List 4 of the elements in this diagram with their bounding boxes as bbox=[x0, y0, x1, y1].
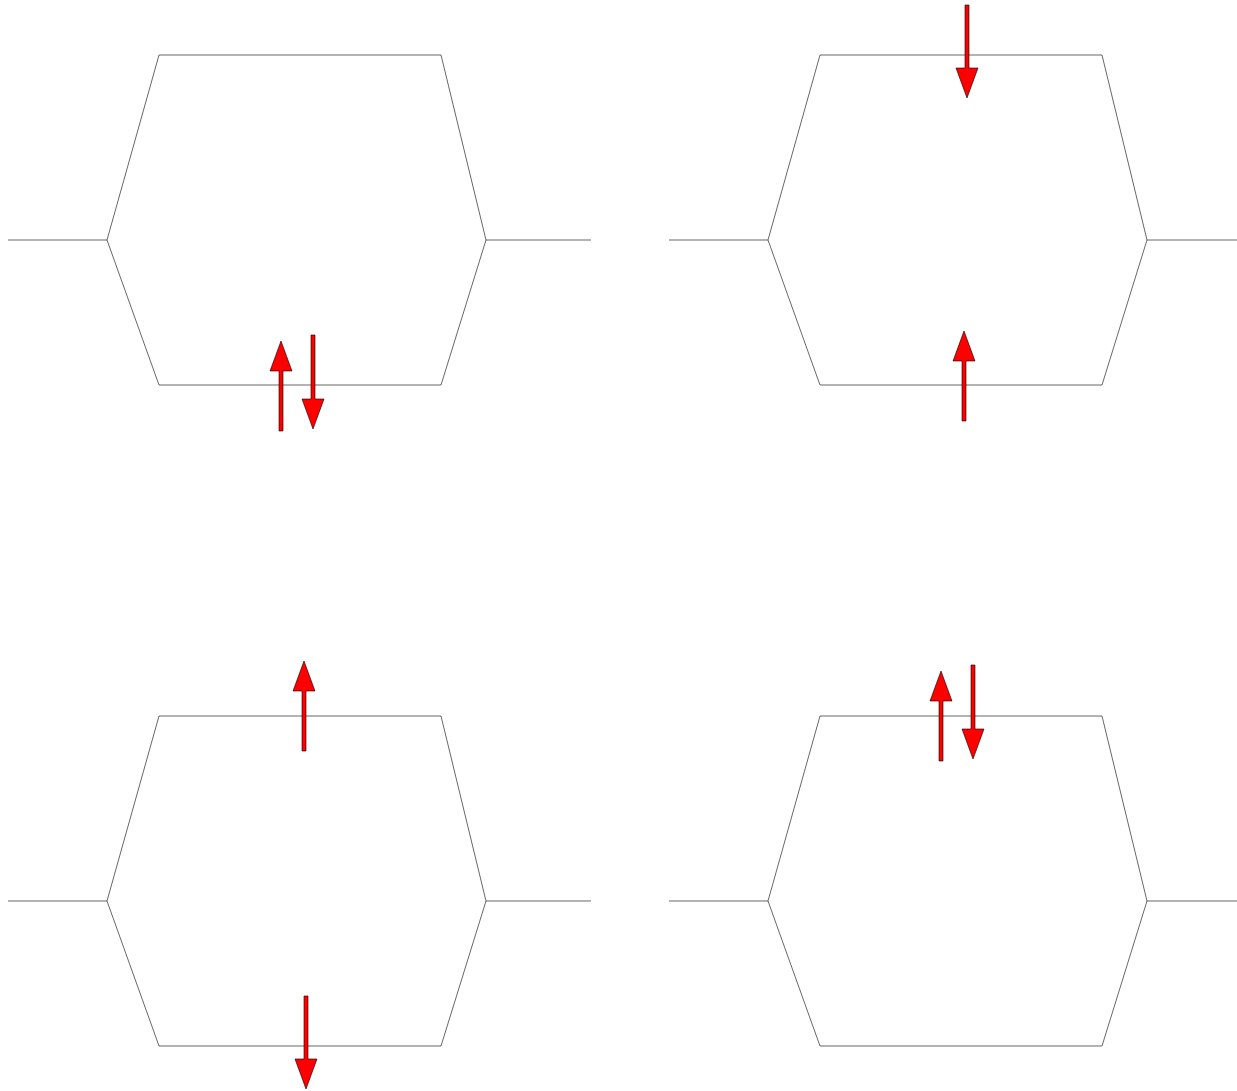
hexagon-shape bbox=[767, 715, 1148, 1047]
hexagon-shape bbox=[106, 715, 487, 1047]
hexagon-shape bbox=[106, 54, 487, 386]
hexagon-shape bbox=[767, 54, 1148, 386]
